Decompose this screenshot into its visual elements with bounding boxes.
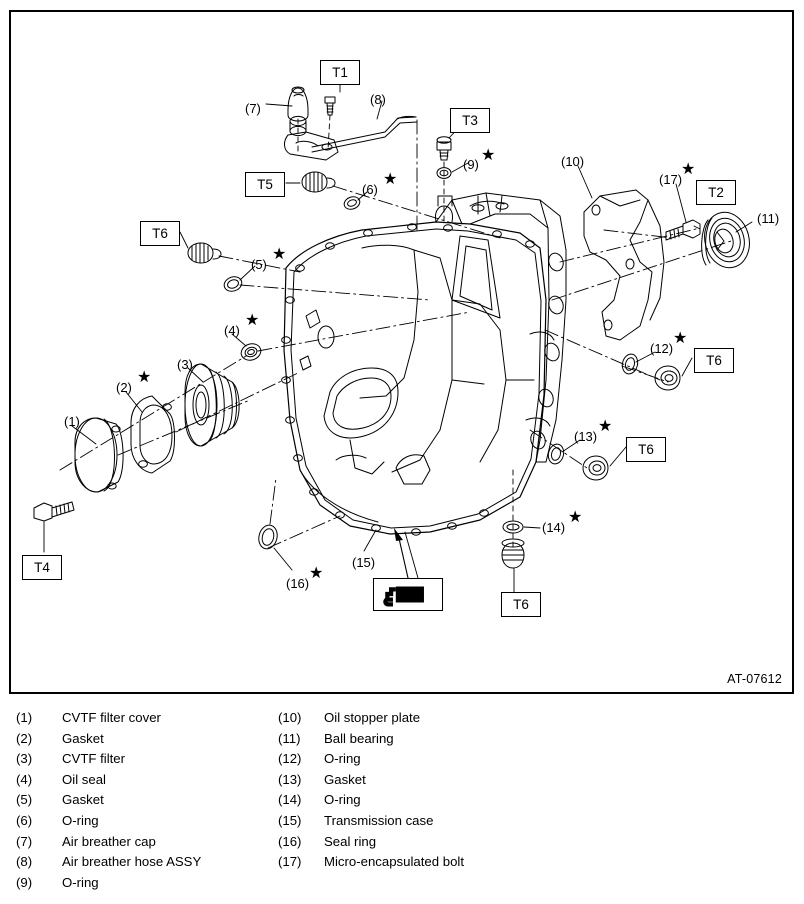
legend-number: (4) xyxy=(16,771,33,787)
legend-item: (1) CVTF filter cover xyxy=(16,710,286,731)
callout-10: (10) xyxy=(561,154,585,169)
legend-part-name: Gasket xyxy=(324,771,366,787)
star-marker-9: ★ xyxy=(481,147,496,164)
legend-number: (8) xyxy=(16,854,33,870)
legend-number: (6) xyxy=(16,812,33,828)
legend-item: (12) O-ring xyxy=(278,751,578,772)
star-marker-2: ★ xyxy=(137,369,152,386)
star-marker-13: ★ xyxy=(598,418,613,435)
legend-item: (2) Gasket xyxy=(16,731,286,752)
legend-number: (10) xyxy=(278,710,302,725)
callout-1: (1) xyxy=(64,414,80,429)
torque-label-t4[interactable]: T4 xyxy=(22,555,62,580)
legend-part-name: Transmission case xyxy=(324,812,434,828)
legend-part-name: O-ring xyxy=(324,792,361,808)
callout-8: (8) xyxy=(370,92,386,107)
legend-item: (13) Gasket xyxy=(278,772,578,793)
star-marker-5: ★ xyxy=(272,246,287,263)
legend-part-name: Gasket xyxy=(62,792,104,808)
legend-part-name: CVTF filter xyxy=(62,751,126,767)
figure-id: AT-07612 xyxy=(727,672,782,686)
legend-part-name: Oil seal xyxy=(62,771,106,787)
callout-3: (3) xyxy=(177,357,193,372)
sealant-bottle-icon xyxy=(373,578,443,611)
legend-part-name: Ball bearing xyxy=(324,730,394,746)
legend-number: (7) xyxy=(16,833,33,849)
legend-item: (14) O-ring xyxy=(278,792,578,813)
legend-part-name: Gasket xyxy=(62,730,104,746)
torque-label-t3[interactable]: T3 xyxy=(450,108,490,133)
legend-column-left: (1) CVTF filter cover (2) Gasket (3) CVTF f… xyxy=(16,710,286,895)
legend-item: (7) Air breather cap xyxy=(16,834,286,855)
torque-label-t6-b[interactable]: T6 xyxy=(694,348,734,373)
legend-part-name: Oil stopper plate xyxy=(324,710,421,725)
legend-number: (1) xyxy=(16,710,33,725)
torque-label-t1[interactable]: T1 xyxy=(320,60,360,85)
star-marker-16: ★ xyxy=(309,565,324,582)
legend-number: (14) xyxy=(278,792,302,808)
legend-number: (3) xyxy=(16,751,33,767)
callout-11: (11) xyxy=(757,211,780,226)
torque-label-t6-d[interactable]: T6 xyxy=(501,592,541,617)
legend-item: (10) Oil stopper plate xyxy=(278,710,578,731)
legend-part-name: Air breather hose ASSY xyxy=(62,854,202,870)
star-marker-6: ★ xyxy=(383,171,398,188)
legend-number: (12) xyxy=(278,751,302,767)
callout-5: (5) xyxy=(251,257,267,272)
legend-item: (16) Seal ring xyxy=(278,834,578,855)
legend-item: (17) Micro-encapsulated bolt xyxy=(278,854,578,875)
legend-number: (5) xyxy=(16,792,33,808)
torque-label-t5[interactable]: T5 xyxy=(245,172,285,197)
torque-label-t6-a[interactable]: T6 xyxy=(140,221,180,246)
legend-part-name: O-ring xyxy=(62,874,99,890)
star-marker-17: ★ xyxy=(681,161,696,178)
callout-9: (9) xyxy=(463,157,479,172)
legend-part-name: Air breather cap xyxy=(62,833,156,849)
legend-number: (13) xyxy=(278,771,302,787)
legend-column-right: (10) Oil stopper plate (11) Ball bearing (… xyxy=(278,710,578,875)
callout-4: (4) xyxy=(224,323,240,338)
star-marker-14: ★ xyxy=(568,509,583,526)
callout-13: (13) xyxy=(574,429,598,444)
callout-2: (2) xyxy=(116,380,132,395)
legend-part-name: Seal ring xyxy=(324,833,377,849)
legend-number: (17) xyxy=(278,854,302,870)
torque-label-t2[interactable]: T2 xyxy=(696,180,736,205)
legend-number: (15) xyxy=(278,812,302,828)
legend-item: (6) O-ring xyxy=(16,813,286,834)
legend-item: (5) Gasket xyxy=(16,792,286,813)
star-marker-4: ★ xyxy=(245,312,260,329)
legend-part-name: CVTF filter cover xyxy=(62,710,161,725)
legend-part-name: O-ring xyxy=(62,812,99,828)
parts-legend: (1) CVTF filter cover (2) Gasket (3) CVTF f… xyxy=(0,702,804,904)
callout-14: (14) xyxy=(542,520,566,535)
legend-item: (11) Ball bearing xyxy=(278,731,578,752)
legend-item: (9) O-ring xyxy=(16,875,286,896)
legend-item: (3) CVTF filter xyxy=(16,751,286,772)
callout-17: (17) xyxy=(659,172,683,187)
legend-part-name: Micro-encapsulated bolt xyxy=(324,854,465,870)
callout-6: (6) xyxy=(362,182,378,197)
torque-label-t6-c[interactable]: T6 xyxy=(626,437,666,462)
callout-16: (16) xyxy=(286,576,310,591)
legend-item: (15) Transmission case xyxy=(278,813,578,834)
legend-number: (16) xyxy=(278,833,302,849)
callout-7: (7) xyxy=(245,101,261,116)
callout-12: (12) xyxy=(650,341,674,356)
legend-part-name: O-ring xyxy=(324,751,361,767)
legend-item: (8) Air breather hose ASSY xyxy=(16,854,286,875)
legend-number: (11) xyxy=(278,730,301,746)
legend-number: (9) xyxy=(16,874,33,890)
legend-number: (2) xyxy=(16,730,33,746)
callout-15: (15) xyxy=(352,555,376,570)
legend-item: (4) Oil seal xyxy=(16,772,286,793)
star-marker-12: ★ xyxy=(673,330,688,347)
